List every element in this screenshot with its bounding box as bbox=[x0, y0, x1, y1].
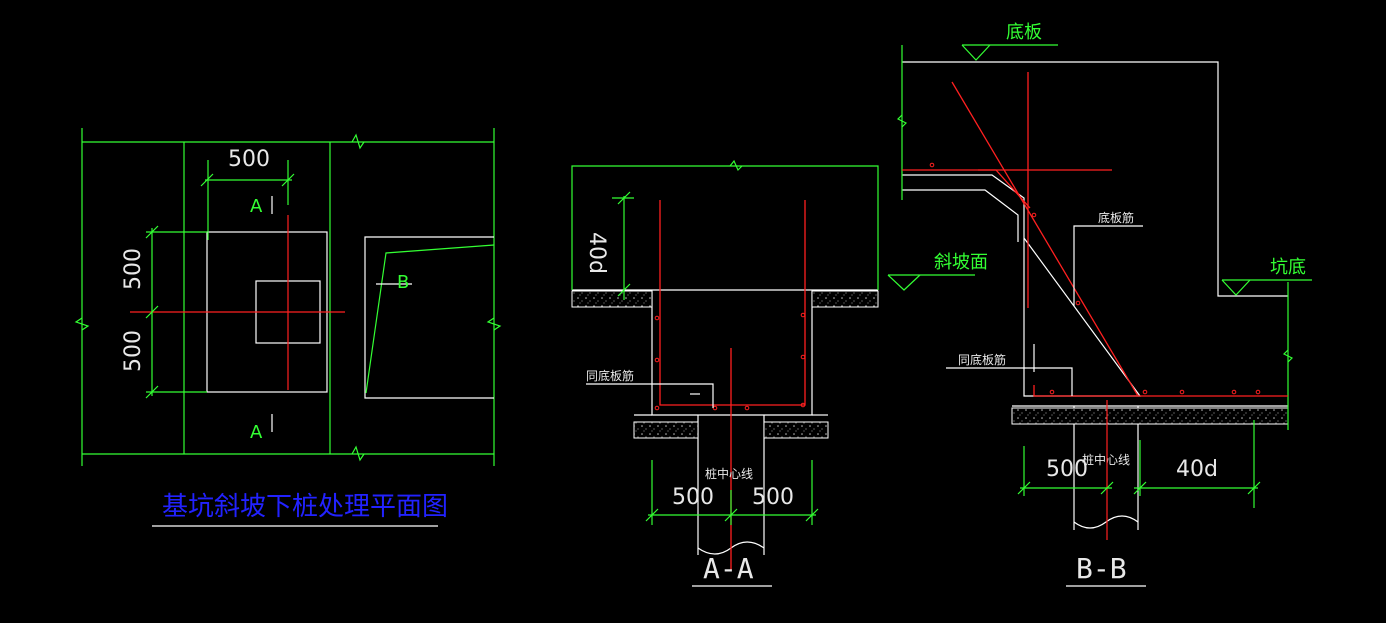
aa-rebar-dots bbox=[654, 312, 806, 411]
bb-title: B-B bbox=[1076, 552, 1127, 585]
aa-rebar-label: 同底板筋 bbox=[586, 368, 634, 383]
bb-rebar-dots bbox=[929, 162, 1261, 395]
bb-rebar bbox=[902, 72, 1288, 397]
plan-cut-mark-top: A bbox=[250, 196, 263, 217]
plan-slope-line bbox=[365, 244, 495, 394]
plan-cut-mark-bottom: A bbox=[250, 422, 263, 443]
plan-dim-top bbox=[200, 160, 295, 240]
aa-dim-height-label: 40d bbox=[584, 232, 609, 274]
bb-dim-right-label: 40d bbox=[1176, 457, 1218, 482]
bb-dim-bottom bbox=[1017, 420, 1261, 508]
aa-hatch-bottom-right bbox=[763, 421, 829, 439]
bb-outline bbox=[902, 61, 1288, 530]
bb-pit-label: 坑底 bbox=[1270, 257, 1306, 278]
bb-rebar-label: 同底板筋 bbox=[958, 352, 1006, 367]
plan-frame bbox=[74, 128, 502, 466]
plan-dim-left-upper-label: 500 bbox=[121, 248, 146, 290]
aa-rebar bbox=[659, 200, 806, 570]
plan-dim-left-lower-label: 500 bbox=[121, 330, 146, 372]
aa-rebar-leader bbox=[586, 383, 714, 408]
aa-slope-marker bbox=[887, 274, 921, 291]
plan-dim-top-label: 500 bbox=[228, 147, 270, 172]
aa-slope-label: 斜坡面 bbox=[934, 252, 988, 273]
bb-green-dims bbox=[896, 45, 1294, 430]
aa-hatch-bottom-left bbox=[633, 421, 699, 439]
bb-dim-left-label: 500 bbox=[1046, 457, 1088, 482]
aa-dim-left-label: 500 bbox=[672, 485, 714, 510]
plan-cut-mark-b: B bbox=[397, 272, 409, 293]
plan-title: 基坑斜坡下桩处理平面图 bbox=[162, 492, 448, 522]
bb-bottom-rebar-label: 底板筋 bbox=[1098, 210, 1134, 225]
bb-slab-label: 底板 bbox=[1006, 22, 1042, 43]
plan-slope-outline bbox=[364, 236, 494, 399]
aa-dim-right-label: 500 bbox=[752, 485, 794, 510]
aa-hatch-left bbox=[571, 290, 653, 308]
bb-pile-label: 桩中心线 bbox=[1082, 452, 1130, 467]
aa-green-box bbox=[571, 159, 879, 300]
aa-hatch-right bbox=[811, 290, 879, 308]
bb-hatch-bottom bbox=[1011, 407, 1289, 425]
aa-title: A-A bbox=[703, 552, 754, 585]
bb-slab-marker bbox=[961, 44, 991, 61]
aa-dim-bottom bbox=[645, 460, 819, 525]
section-aa: 40d 斜坡面 同底板筋 桩中心线 500 bbox=[571, 159, 988, 587]
bb-rebar-leader bbox=[946, 367, 1073, 396]
plan-centerlines bbox=[130, 215, 345, 390]
bb-pit-marker bbox=[1221, 279, 1251, 296]
plan-view: 500 500 500 A A B 基坑斜坡下桩处理平面图 bbox=[74, 128, 502, 527]
plan-dim-left bbox=[145, 225, 207, 399]
aa-pile-label: 桩中心线 bbox=[705, 466, 753, 481]
section-bb: 底板 bbox=[896, 22, 1312, 587]
bb-bottom-rebar-leader bbox=[1073, 225, 1143, 306]
